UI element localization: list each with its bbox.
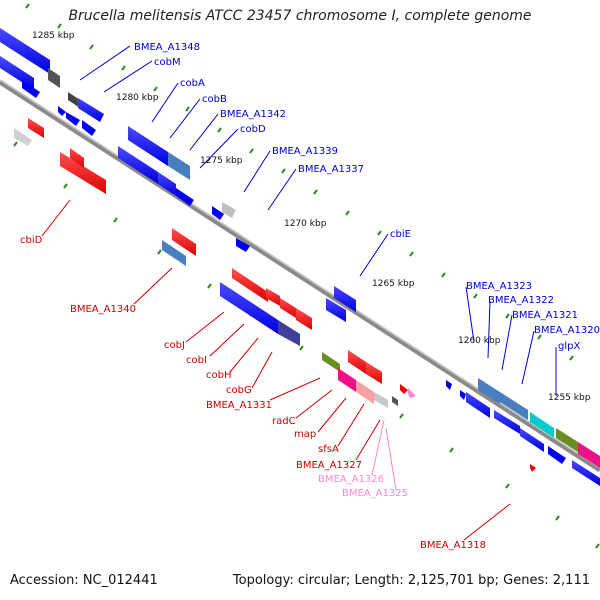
gene-label[interactable]: sfsA — [318, 444, 339, 455]
gene-label[interactable]: map — [294, 429, 316, 440]
pink-gene-labels: BMEA_A1326 BMEA_A1325 — [318, 474, 408, 499]
gene-label[interactable]: BMEA_A1326 — [318, 474, 384, 485]
gene-label[interactable]: cobJ — [164, 340, 185, 351]
gene-label[interactable]: cbiE — [390, 229, 411, 240]
blue-leader-lines — [79, 45, 557, 396]
gene-label[interactable]: BMEA_A1325 — [342, 488, 408, 499]
backbone-track — [0, 79, 600, 473]
scale-label: 1270 kbp — [284, 219, 327, 229]
gene-label[interactable]: cobH — [206, 370, 231, 381]
topology-text: Topology: circular; Length: 2,125,701 bp… — [232, 573, 590, 588]
gene-label[interactable]: BMEA_A1339 — [272, 146, 338, 157]
gene-label[interactable]: BMEA_A1320 — [534, 325, 600, 336]
tick-marks-upper — [25, 3, 574, 361]
gene-label[interactable]: BMEA_A1318 — [420, 540, 486, 551]
gene-label[interactable]: BMEA_A1327 — [296, 460, 362, 471]
gene-label[interactable]: cobD — [240, 124, 266, 135]
gene-label[interactable]: cobI — [186, 355, 207, 366]
gene-label[interactable]: cobA — [180, 78, 205, 89]
gene-label[interactable]: BMEA_A1321 — [512, 310, 578, 321]
gene-label[interactable]: BMEA_A1323 — [466, 281, 532, 292]
gene-label[interactable]: BMEA_A1348 — [134, 42, 200, 53]
red-leader-lines — [41, 199, 511, 541]
red-gene-labels: cbiD BMEA_A1340 cobJ cobI cobH cobG BMEA… — [20, 235, 486, 551]
tick-marks-lower — [13, 141, 600, 549]
gene-label[interactable]: BMEA_A1342 — [220, 109, 286, 120]
genome-title: Brucella melitensis ATCC 23457 chromosom… — [68, 8, 532, 24]
gene-label[interactable]: BMEA_A1340 — [70, 304, 136, 315]
gene-label[interactable]: cbiD — [20, 235, 43, 246]
scale-label: 1275 kbp — [200, 156, 243, 166]
gene-label[interactable]: BMEA_A1337 — [298, 164, 364, 175]
pink-leader-lines — [371, 419, 397, 491]
scale-label: 1280 kbp — [116, 93, 159, 103]
gene-label[interactable]: glpX — [558, 341, 580, 352]
gene-label[interactable]: radC — [272, 416, 296, 427]
scale-label: 1260 kbp — [458, 336, 501, 346]
gene-blocks[interactable] — [0, 28, 600, 486]
scale-label: 1265 kbp — [372, 279, 415, 289]
gene-label[interactable]: cobG — [226, 385, 252, 396]
blue-gene-labels: BMEA_A1348 cobM cobA cobB BMEA_A1342 cob… — [134, 42, 600, 352]
backbone-highlight — [0, 79, 600, 469]
gene-label[interactable]: cobM — [154, 57, 181, 68]
gene-label[interactable]: BMEA_A1331 — [206, 400, 272, 411]
scale-label: 1255 kbp — [548, 393, 591, 403]
scale-label: 1285 kbp — [32, 31, 75, 41]
gene-label[interactable]: cobB — [202, 94, 227, 105]
accession-text: Accession: NC_012441 — [10, 573, 158, 588]
gene-label[interactable]: BMEA_A1322 — [488, 295, 554, 306]
